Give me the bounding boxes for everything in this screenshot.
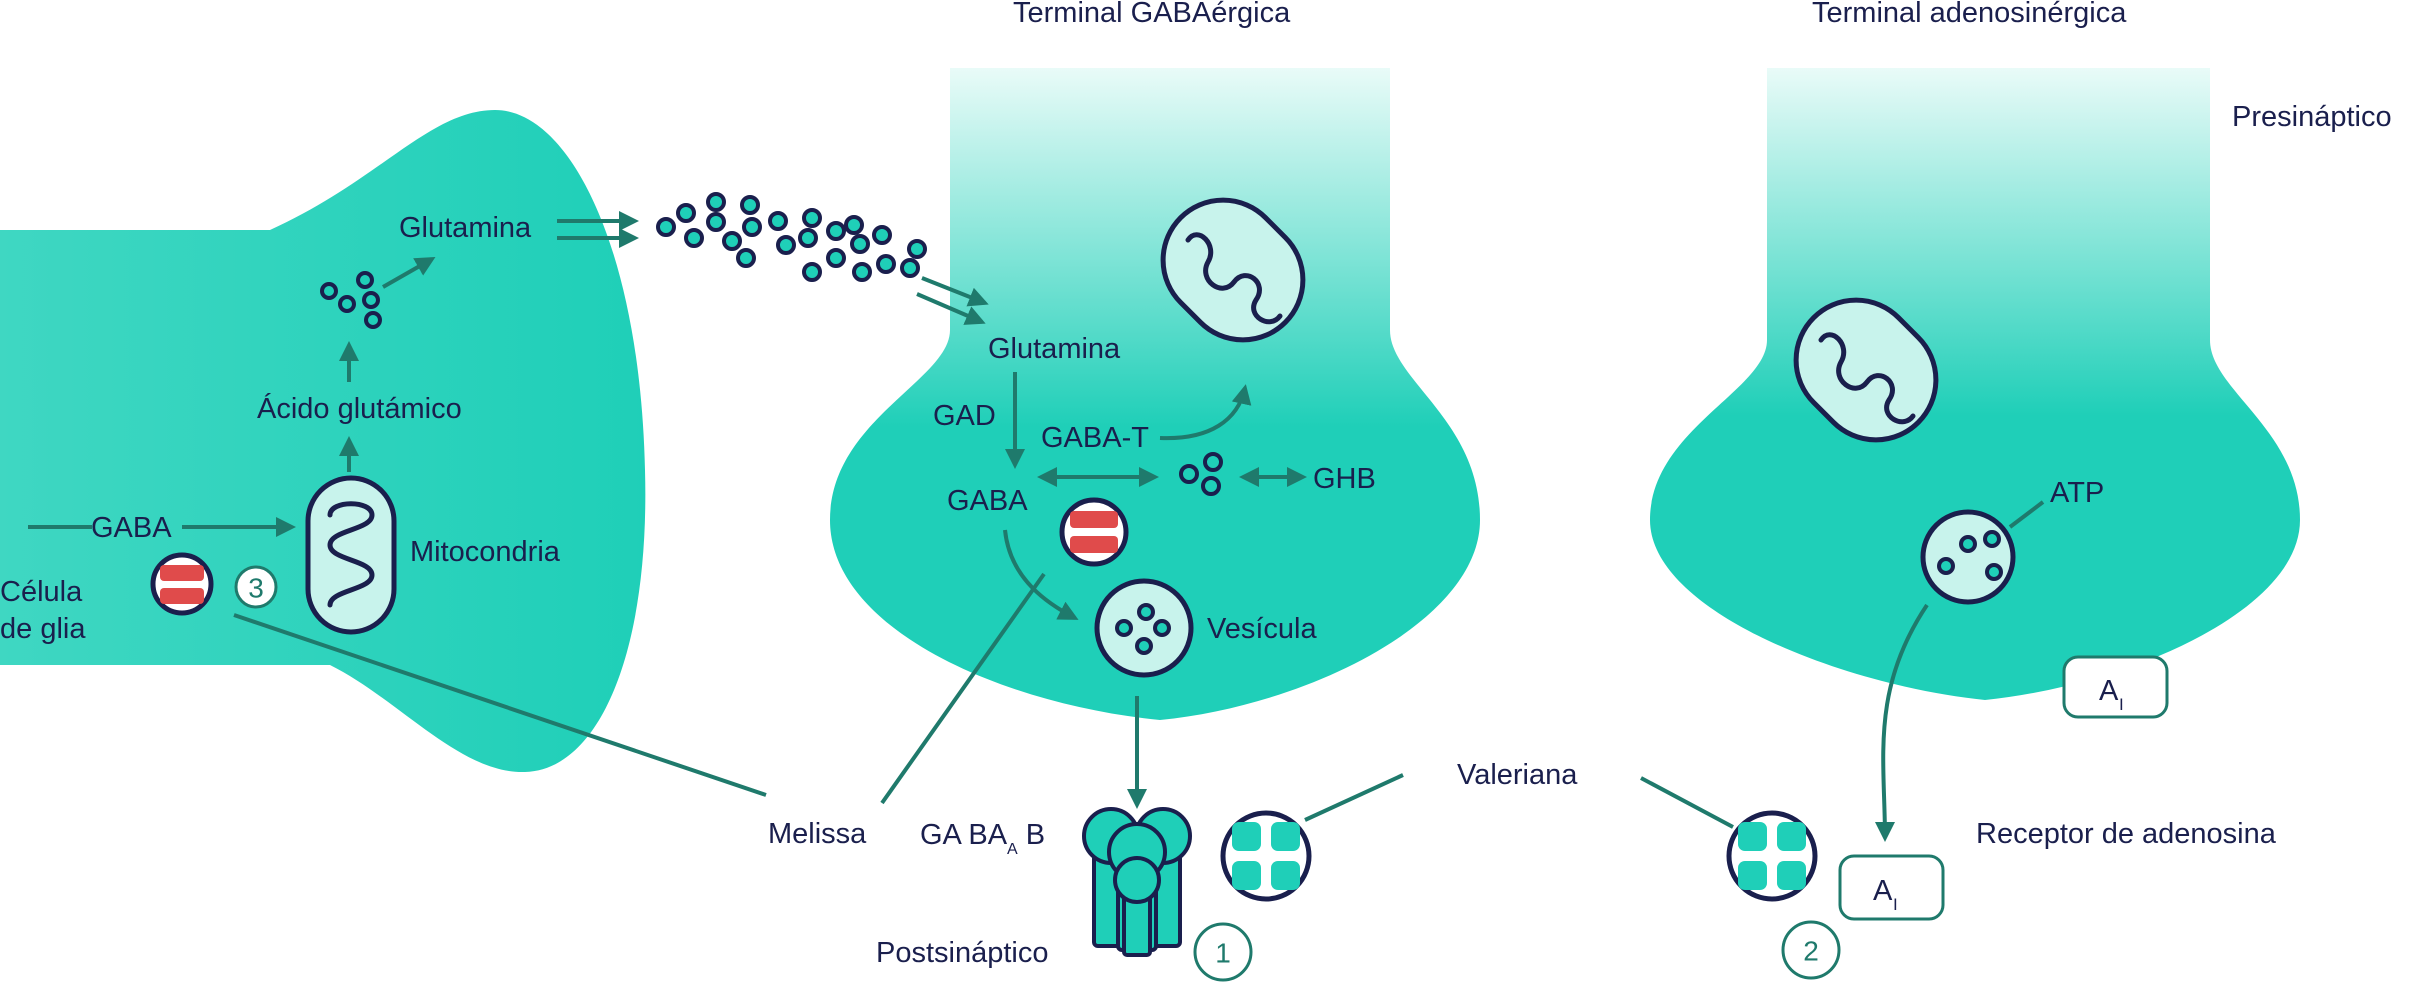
title-gaba-terminal: Terminal GABAérgica bbox=[1013, 0, 1291, 29]
svg-text:I: I bbox=[1893, 895, 1898, 914]
glutamate-molecules-glia bbox=[320, 271, 382, 329]
label-valeriana: Valeriana bbox=[1457, 759, 1578, 791]
melissa-line-to-terminal bbox=[880, 572, 1046, 805]
label-glia-cell-2: de glia bbox=[0, 613, 86, 645]
svg-text:I: I bbox=[2119, 695, 2124, 714]
label-gaba-a-b: GA BAA B bbox=[920, 819, 1045, 858]
label-postsynaptic: Postsináptico bbox=[876, 937, 1049, 969]
ssa-molecule-icon bbox=[1179, 452, 1223, 496]
mitochondria-glia-icon bbox=[305, 475, 397, 635]
glutamine-particles-extracellular bbox=[656, 192, 927, 282]
arrow-atp-to-receptor bbox=[1874, 603, 1929, 842]
gaba-a-b-receptor-icon bbox=[1082, 807, 1192, 957]
valeriana-line-1 bbox=[1304, 773, 1404, 822]
label-ghb: GHB bbox=[1313, 463, 1376, 495]
badge-three: 3 bbox=[234, 565, 278, 609]
gaba-terminal-shape bbox=[830, 68, 1480, 720]
atp-vesicle-icon bbox=[1920, 509, 2016, 605]
glia-transporter-icon bbox=[150, 552, 214, 616]
mitochondria-terminal-icon bbox=[1160, 197, 1306, 343]
valerian-receptor-icon-1 bbox=[1220, 810, 1312, 902]
valerian-receptor-icon-2 bbox=[1726, 810, 1818, 902]
svg-text:2: 2 bbox=[1803, 936, 1819, 967]
title-adenosine-terminal: Terminal adenosinérgica bbox=[1812, 0, 2127, 29]
svg-text:A: A bbox=[2099, 675, 2119, 707]
label-atp: ATP bbox=[2050, 477, 2104, 509]
arrow-gaba-t-to-mito bbox=[1159, 384, 1252, 441]
label-mitochondria: Mitocondria bbox=[410, 536, 561, 568]
label-glutamic-acid: Ácido glutámico bbox=[257, 392, 462, 425]
glia-cell-shape bbox=[0, 110, 646, 773]
label-gad: GAD bbox=[933, 400, 996, 432]
label-glutamine-terminal: Glutamina bbox=[988, 333, 1121, 365]
label-gaba-t: GABA-T bbox=[1041, 422, 1149, 454]
receptor-a1-postsynaptic: A I bbox=[1838, 854, 1945, 921]
label-glutamine-glia: Glutamina bbox=[399, 212, 532, 244]
label-adenosine-receptor: Receptor de adenosina bbox=[1976, 818, 2277, 850]
arrow-glutamine-in-1 bbox=[921, 276, 989, 307]
badge-two: 2 bbox=[1781, 920, 1841, 980]
atp-pointer-line bbox=[2008, 500, 2045, 529]
svg-text:A: A bbox=[1873, 875, 1893, 907]
label-gaba-glia: GABA bbox=[91, 512, 172, 544]
badge-one: 1 bbox=[1193, 922, 1253, 982]
arrow-glutamine-in-2 bbox=[916, 292, 986, 325]
valeriana-line-2 bbox=[1640, 776, 1734, 829]
arrow-dots-to-glutamine bbox=[382, 257, 436, 289]
receptor-a1-presynaptic: A I bbox=[2062, 655, 2169, 719]
label-gaba-terminal: GABA bbox=[947, 485, 1028, 517]
label-vesicle: Vesícula bbox=[1207, 613, 1317, 645]
label-melissa: Melissa bbox=[768, 818, 867, 850]
melissa-line-to-glia bbox=[233, 613, 767, 797]
terminal-transporter-icon bbox=[1059, 497, 1129, 567]
mitochondria-adenosine-icon bbox=[1793, 297, 1939, 443]
svg-text:3: 3 bbox=[248, 573, 264, 604]
label-presynaptic: Presináptico bbox=[2232, 101, 2392, 133]
label-glia-cell-1: Célula bbox=[0, 576, 83, 608]
vesicle-icon bbox=[1094, 578, 1194, 678]
svg-text:1: 1 bbox=[1215, 938, 1231, 969]
adenosine-terminal-shape bbox=[1650, 68, 2300, 700]
